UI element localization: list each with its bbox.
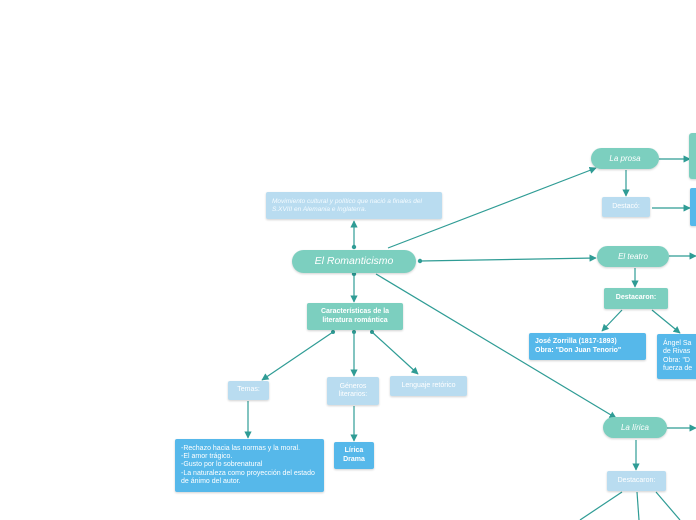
- link-root-prosa: [387, 166, 597, 249]
- definition-text: Movimiento cultural y político que nació…: [272, 197, 422, 213]
- caracteristicas-text: Características de la literatura románti…: [320, 308, 390, 324]
- generos-text: Géneros literarios:: [338, 382, 368, 398]
- generos-node[interactable]: Géneros literarios:: [327, 377, 379, 405]
- link-lirica-down-mid: [636, 491, 640, 520]
- link-carac-lenguaje: [371, 331, 419, 375]
- temas-detalle-node[interactable]: -Rechazo hacia las normas y la moral. -E…: [175, 439, 324, 492]
- generos-detalle-node[interactable]: Lírica Drama: [334, 442, 374, 469]
- temas-node[interactable]: Temas:: [228, 381, 269, 400]
- carac-handle-left[interactable]: [331, 330, 335, 334]
- teatro-node[interactable]: El teatro: [597, 246, 669, 267]
- rivas-node[interactable]: Ángel Sa de Rivas Obra: "D fuerza de: [657, 334, 696, 379]
- lirica-text: La lírica: [620, 422, 649, 432]
- prosa-destaco-text: Destacó:: [612, 202, 640, 210]
- link-carac-temas: [261, 331, 334, 381]
- root-node[interactable]: El Romanticismo: [292, 250, 416, 273]
- teatro-destacaron-node[interactable]: Destacaron:: [604, 288, 668, 309]
- caracteristicas-node[interactable]: Características de la literatura románti…: [307, 303, 403, 330]
- link-destacaron-zorrilla: [601, 309, 623, 332]
- carac-handle-mid[interactable]: [352, 330, 356, 334]
- prosa-node[interactable]: La prosa: [591, 148, 659, 169]
- zorrilla-node[interactable]: José Zorrilla (1817-1893) Obra: "Don Jua…: [529, 333, 646, 360]
- link-root-lirica: [375, 273, 617, 419]
- lenguaje-node[interactable]: Lenguaje retórico: [390, 376, 467, 396]
- lirica-node[interactable]: La lírica: [603, 417, 667, 438]
- root-handle-top[interactable]: [351, 244, 357, 250]
- link-lirica-down-left: [579, 491, 623, 520]
- temas-detalle-text: -Rechazo hacia las normas y la moral. -E…: [181, 444, 315, 486]
- teatro-text: El teatro: [618, 251, 648, 261]
- prosa-child-node[interactable]: [689, 133, 696, 179]
- rivas-text: Ángel Sa de Rivas Obra: "D fuerza de: [663, 339, 693, 372]
- link-destacaron-rivas: [651, 309, 681, 334]
- generos-detalle-text: Lírica Drama: [343, 447, 365, 463]
- lenguaje-text: Lenguaje retórico: [401, 381, 456, 389]
- lirica-destacaron-text: Destacaron:: [617, 476, 656, 484]
- link-root-teatro: [419, 254, 597, 262]
- carac-handle-right[interactable]: [370, 330, 374, 334]
- zorrilla-text: José Zorrilla (1817-1893) Obra: "Don Jua…: [535, 338, 622, 354]
- definition-node[interactable]: Movimiento cultural y político que nació…: [266, 192, 442, 219]
- link-lirica-down-right: [655, 491, 681, 520]
- prosa-destaco-child-node[interactable]: [690, 188, 696, 226]
- prosa-text: La prosa: [609, 153, 641, 163]
- temas-text: Temas:: [237, 386, 260, 394]
- prosa-destaco-node[interactable]: Destacó:: [602, 197, 650, 217]
- root-handle-right[interactable]: [417, 258, 423, 264]
- lirica-destacaron-node[interactable]: Destacaron:: [607, 471, 666, 491]
- teatro-destacaron-text: Destacaron:: [615, 294, 657, 302]
- root-title: El Romanticismo: [314, 255, 394, 268]
